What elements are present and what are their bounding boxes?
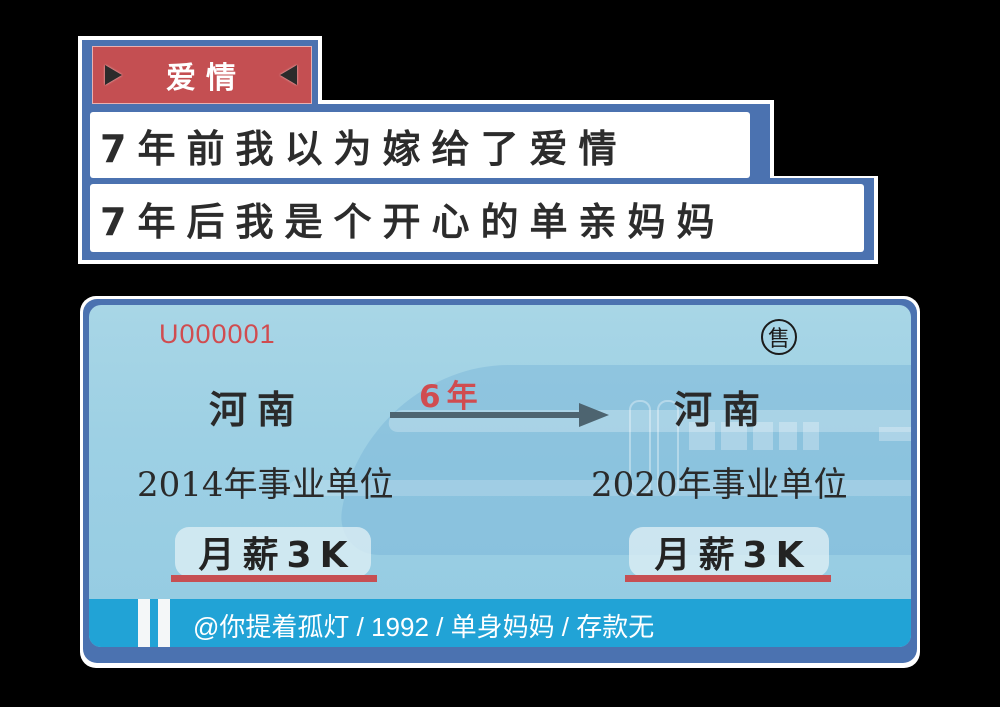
ticket-serial-number: U000001: [159, 319, 276, 349]
arrival-salary: 月薪3K: [629, 527, 829, 577]
departure-place: 河南: [209, 388, 306, 432]
category-tag-inner: 爱情: [92, 46, 312, 104]
headline-line-2-frame: 7年后我是个开心的单亲妈妈: [82, 178, 874, 260]
sold-seal-icon: 售: [761, 319, 797, 355]
footer-profile-text: @你提着孤灯 / 1992 / 单身妈妈 / 存款无: [193, 612, 655, 642]
ticket-footer: @你提着孤灯 / 1992 / 单身妈妈 / 存款无: [89, 599, 911, 647]
footer-bar: [158, 599, 170, 647]
salary-underline: [171, 575, 377, 582]
train-window: [803, 422, 819, 450]
frame-edge: [770, 102, 774, 180]
category-tag: 爱情: [82, 40, 318, 104]
arrival-place: 河南: [674, 388, 771, 432]
train-window: [689, 422, 715, 450]
footer-bar: [138, 599, 150, 647]
arrival-employer: 2020年事业单位: [591, 465, 848, 505]
ticket-face: U000001 售 河南 6年 河南 2014年事业单位 2020年事业单位 月…: [89, 305, 911, 647]
triangle-left-icon: [280, 65, 297, 85]
train-window: [779, 422, 797, 450]
train-window: [753, 422, 773, 450]
headline-line-1: 7年前我以为嫁给了爱情: [90, 112, 750, 178]
train-window: [879, 427, 911, 441]
frame-edge: [318, 36, 322, 104]
frame-edge: [874, 176, 878, 264]
headline-line-2: 7年后我是个开心的单亲妈妈: [90, 184, 864, 252]
frame-edge: [318, 100, 774, 104]
salary-underline: [625, 575, 831, 582]
frame-edge: [78, 38, 82, 264]
category-tag-label: 爱情: [166, 61, 246, 96]
duration-label: 6年: [419, 379, 484, 415]
train-door: [629, 400, 651, 496]
footer-bars-icon: [138, 599, 170, 647]
train-stripe: [289, 480, 911, 496]
train-window: [721, 422, 747, 450]
frame-edge: [80, 260, 878, 264]
departure-salary: 月薪3K: [175, 527, 371, 577]
frame-edge: [78, 36, 322, 40]
arrow-right-icon: [390, 412, 582, 418]
triangle-right-icon: [105, 65, 122, 85]
train-ticket: U000001 售 河南 6年 河南 2014年事业单位 2020年事业单位 月…: [83, 299, 917, 663]
arrow-head-icon: [579, 403, 609, 427]
headline-line-1-frame: 7年前我以为嫁给了爱情: [82, 104, 770, 182]
train-door: [657, 400, 679, 496]
departure-employer: 2014年事业单位: [137, 465, 394, 505]
